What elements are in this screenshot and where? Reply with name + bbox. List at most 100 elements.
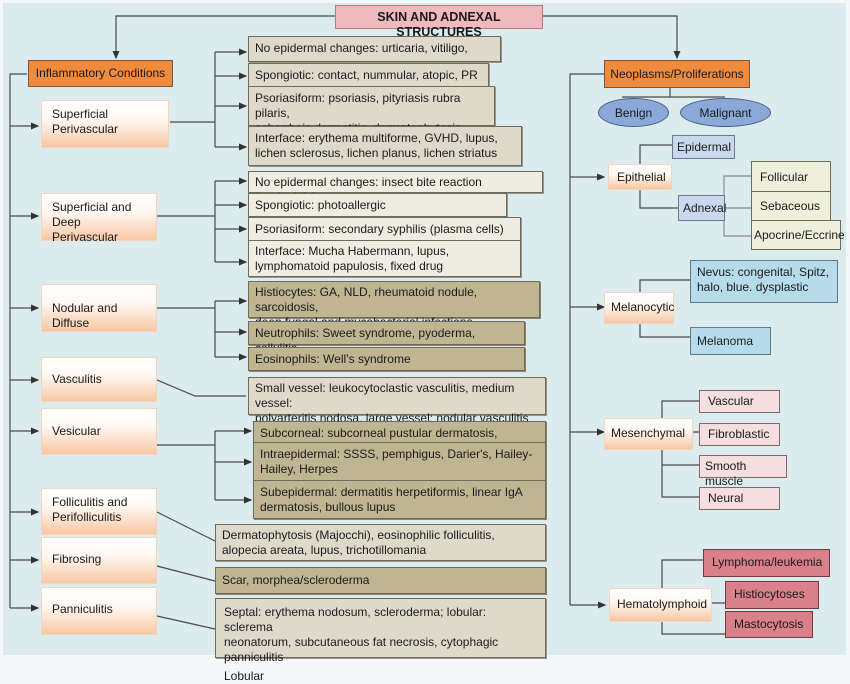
pattern-text: Subepidermal: dermatitis herpetiformis, … [260,485,523,499]
hematolymphoid-box: Hematolymphoid [609,588,712,622]
apocrine-eccrine-label: Apocrine/Eccrine [754,228,845,242]
pattern-box: Psoriasiform: psoriasis, pityriasis rubr… [248,86,495,135]
pattern-box: Interface: Mucha Habermann, lupus, lymph… [248,240,521,277]
mastocytosis-label: Mastocytosis [734,617,804,631]
category-superficial-perivascular: Superficial Perivascular [41,100,169,148]
category-label: Nodular and Diffuse [52,301,118,330]
histiocytoses-box: Histiocytoses [725,581,819,609]
pattern-box: Subepidermal: dermatitis herpetiformis, … [253,480,546,519]
category-panniculitis: Panniculitis [41,587,157,635]
epithelial-label: Epithelial [617,170,666,184]
pattern-text: Interface: erythema multiforme, GVHD, lu… [255,131,498,145]
malignant-label: Malignant [699,106,752,120]
melanoma-label: Melanoma [697,334,754,348]
fibroblastic-box: Fibroblastic [699,423,780,446]
smooth-muscle-box: Smooth muscle [699,455,787,488]
sebaceous-label: Sebaceous [760,199,821,213]
sebaceous-box: Sebaceous [751,191,831,221]
pattern-box: Neutrophils: Sweet syndrome, pyoderma, c… [248,321,525,355]
pattern-box: No epidermal changes: insect bite reacti… [248,171,543,204]
category-label: Superficial [52,107,109,121]
vascular-box: Vascular [699,390,780,413]
hematolymphoid-label: Hematolymphoid [617,597,708,611]
category-label: Fibrosing [52,552,102,566]
pattern-text: Septal: erythema nodosum, scleroderma; l… [224,605,487,634]
pattern-box: Eosinophils: Well’s syndrome [248,347,525,371]
pattern-box: Spongiotic: contact, nummular, atopic, P… [248,63,489,88]
pattern-text: Psoriasiform: secondary syphilis (plasma… [255,222,504,236]
category-label: Perivascular [52,122,119,136]
pattern-box: Spongiotic: photoallergic [248,193,507,217]
category-label: Folliculitis and [52,495,128,509]
category-fibrosing: Fibrosing [41,537,157,584]
category-nodular-diffuse: Nodular and Diffuse [41,284,157,332]
pattern-box: Scar, morphea/scleroderma [215,567,546,594]
pattern-text: Spongiotic: contact, nummular, atopic, P… [255,68,478,82]
inflammatory-heading: Inflammatory Conditions [28,60,173,87]
pattern-text: Intraepidermal: SSSS, pemphigus, Darier'… [260,447,533,461]
pattern-text: Eosinophils: Well’s syndrome [255,352,411,366]
adnexal-label: Adnexal [683,201,727,215]
smooth-muscle-label: Smooth muscle [705,459,747,488]
melanocytic-box: Melanocytic [604,292,674,324]
diagram-title: SKIN AND ADNEXAL STRUCTURES [335,5,543,39]
pattern-text: Scar, morphea/scleroderma [222,573,370,587]
pattern-text: Hailey, Herpes [260,462,338,476]
neural-box: Neural [699,487,780,510]
neural-label: Neural [708,491,744,505]
melanocytic-label: Melanocytic [611,300,675,314]
epithelial-box: Epithelial [608,164,672,190]
pattern-text: Dermatophytosis (Majocchi), eosinophilic… [222,528,495,542]
pattern-box: Dermatophytosis (Majocchi), eosinophilic… [215,524,546,561]
category-label: Vesicular [52,424,101,438]
pattern-text: neonatorum, subcutaneous fat necrosis, c… [224,635,499,664]
mastocytosis-box: Mastocytosis [725,611,813,638]
lymphoma-leukemia-label: Lymphoma/leukemia [712,555,823,569]
category-vasculitis: Vasculitis [41,357,157,402]
category-superficial-deep-perivascular: Superficial and Deep Perivascular [41,193,157,244]
pattern-box: Septal: erythema nodosum, scleroderma; l… [215,598,546,683]
follicular-box: Follicular [751,161,831,192]
benign-ellipse: Benign [598,98,669,127]
category-label: Superficial and Deep [52,200,132,229]
nevus-box: Nevus: congenital, Spitz, halo, blue. dy… [690,260,838,303]
adnexal-box: Adnexal [678,195,727,221]
pattern-text: Spongiotic: photoallergic [255,198,386,212]
pattern-text: lymphomatoid papulosis, fixed drug [255,259,444,273]
follicular-label: Follicular [760,170,809,184]
mesenchymal-box: Mesenchymal [604,418,693,450]
nevus-text: Nevus: congenital, Spitz, [697,265,830,279]
mesenchymal-label: Mesenchymal [611,426,686,440]
pattern-box: Interface: erythema multiforme, GVHD, lu… [248,126,522,166]
pattern-box: Small vessel: leukocytoclastic vasculiti… [248,377,546,425]
pattern-box: Histiocytes: GA, NLD, rheumatoid nodule,… [248,281,540,329]
epidermal-label: Epidermal [677,140,732,154]
category-label: Panniculitis [52,602,113,616]
pattern-text: Psoriasiform: psoriasis, pityriasis rubr… [255,91,461,120]
vascular-label: Vascular [708,394,754,408]
pattern-box: Intraepidermal: SSSS, pemphigus, Darier'… [253,442,546,481]
category-vesicular: Vesicular [41,408,157,455]
lymphoma-leukemia-box: Lymphoma/leukemia [703,549,830,577]
diagram-title-text: SKIN AND ADNEXAL STRUCTURES [377,10,501,39]
pattern-text: Histiocytes: GA, NLD, rheumatoid nodule,… [255,285,478,314]
histiocytoses-label: Histiocytoses [734,587,805,601]
apocrine-eccrine-box: Apocrine/Eccrine [751,220,845,250]
pattern-text: alopecia areata, lupus, trichotillomania [222,543,427,557]
category-label: Perivascular [52,230,119,244]
pattern-text: lichen sclerosus, lichen planus, lichen … [255,146,498,160]
category-label: Vasculitis [52,372,102,386]
malignant-ellipse: Malignant [680,98,771,127]
pattern-text: No epidermal changes: urticaria, vitilig… [255,41,468,55]
pattern-text: dermatosis, bullous lupus [260,500,396,514]
inflammatory-heading-text: Inflammatory Conditions [35,66,166,80]
epidermal-box: Epidermal [672,135,735,159]
category-label: Perifolliculitis [52,510,122,524]
neoplasms-heading: Neoplasms/Proliferations [604,60,750,88]
category-folliculitis: Folliculitis and Perifolliculitis [41,488,157,535]
pattern-box: Psoriasiform: secondary syphilis (plasma… [248,217,521,241]
neoplasms-heading-text: Neoplasms/Proliferations [610,67,744,81]
benign-label: Benign [614,106,653,120]
nevus-text: halo, blue. dysplastic [697,280,809,294]
pattern-text: Interface: Mucha Habermann, lupus, [255,244,450,258]
